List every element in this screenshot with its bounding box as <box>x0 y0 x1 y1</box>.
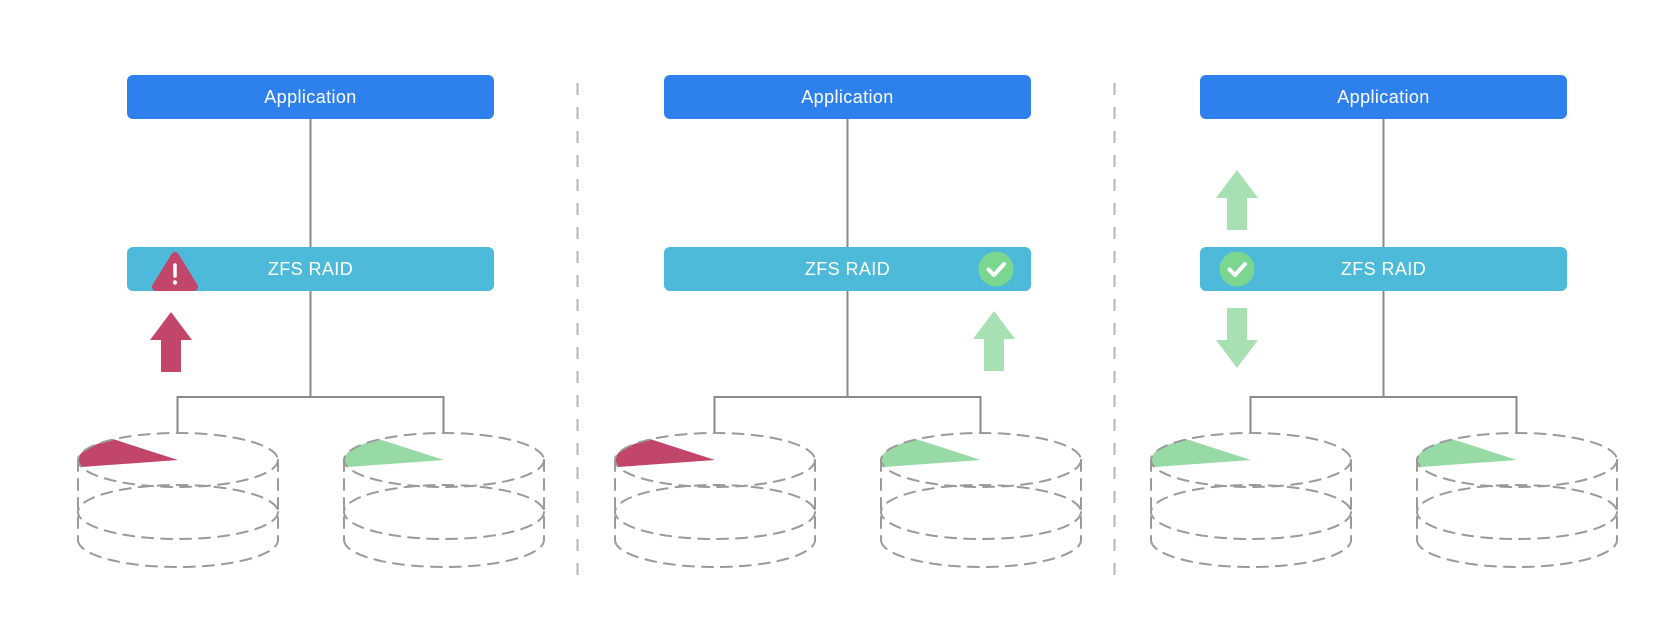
application-node: Application <box>664 75 1031 119</box>
arrow-shape <box>1216 308 1258 368</box>
application-label: Application <box>1337 87 1430 107</box>
disk-usage-wedge <box>880 439 981 467</box>
application-node: Application <box>1200 75 1567 119</box>
application-node: Application <box>127 75 494 119</box>
check-icon <box>1219 251 1255 287</box>
arrow-shape <box>973 311 1015 371</box>
panel-2: Application ZFS RAID <box>614 0 1082 634</box>
disk-cylinder <box>880 432 1082 568</box>
disk-cylinder <box>614 432 816 568</box>
arrow-shape <box>150 312 192 372</box>
disk-usage-wedge <box>343 439 444 467</box>
disk-cylinder <box>1150 432 1352 568</box>
application-label: Application <box>801 87 894 107</box>
zfs-raid-label: ZFS RAID <box>1340 259 1427 279</box>
zfs-raid-label: ZFS RAID <box>267 259 354 279</box>
panel-3: Application ZFS RAID <box>1150 0 1618 634</box>
disk-usage-wedge <box>1416 439 1517 467</box>
disk-usage-wedge <box>77 439 178 467</box>
up-arrow-icon <box>1216 170 1258 230</box>
check-icon <box>978 251 1014 287</box>
panel-1: Application ZFS RAID <box>77 0 545 634</box>
zfs-raid-node: ZFS RAID <box>664 247 1031 291</box>
up-arrow-icon <box>150 312 192 372</box>
disk-usage-wedge <box>1150 439 1251 467</box>
warning-icon <box>152 252 198 291</box>
disk-cylinder <box>77 432 279 568</box>
zfs-raid-node: ZFS RAID <box>127 247 494 291</box>
check-circle <box>1219 251 1255 287</box>
zfs-raid-node: ZFS RAID <box>1200 247 1567 291</box>
up-arrow-icon <box>973 311 1015 371</box>
disk-cylinder <box>343 432 545 568</box>
check-circle <box>978 251 1014 287</box>
application-label: Application <box>264 87 357 107</box>
disk-cylinder <box>1416 432 1618 568</box>
disk-usage-wedge <box>614 439 715 467</box>
arrow-shape <box>1216 170 1258 230</box>
down-arrow-icon <box>1216 308 1258 368</box>
zfs-raid-label: ZFS RAID <box>804 259 891 279</box>
